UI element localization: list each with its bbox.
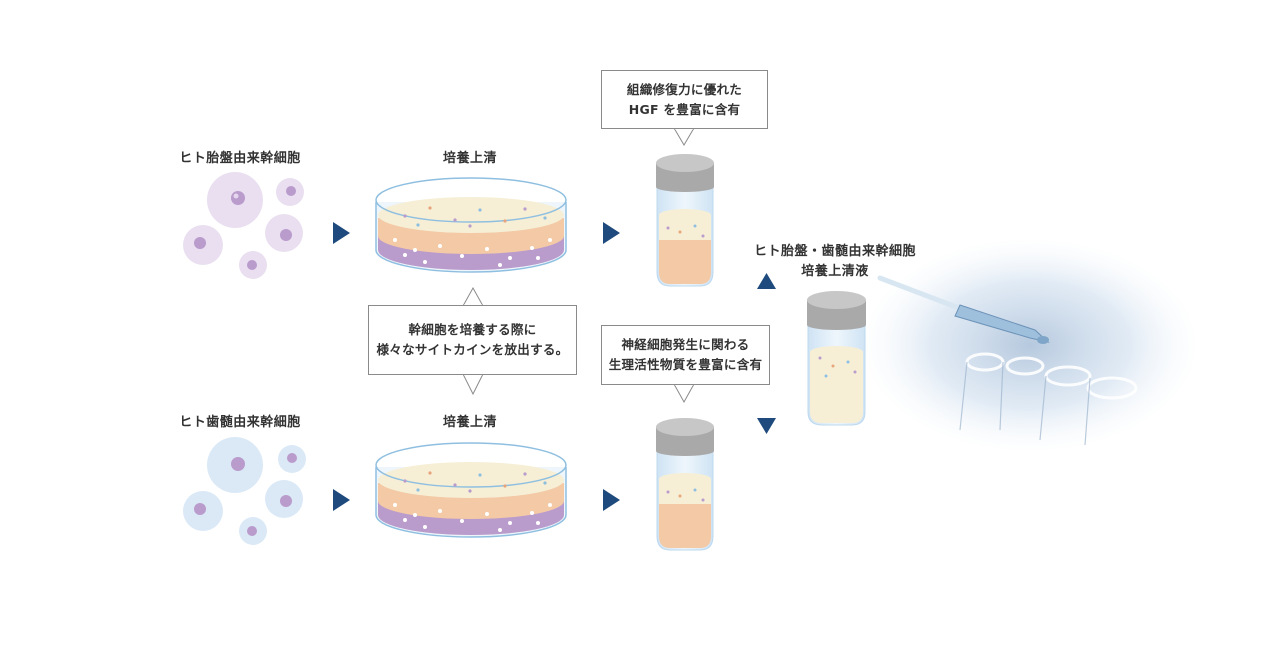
lab-background-image [865, 240, 1195, 450]
callout-cytokine-line2: 様々なサイトカインを放出する。 [376, 342, 569, 357]
callout-cytokine: 幹細胞を培養する際に 様々なサイトカインを放出する。 [368, 305, 577, 375]
arrow-right-4 [603, 489, 620, 511]
arrow-right-3 [333, 489, 350, 511]
petri-dish-bottom [375, 442, 567, 538]
arrow-down [757, 418, 776, 434]
callout-neuro-line2: 生理活性物質を豊富に含有 [608, 357, 763, 372]
callout-hgf-line2: HGF を豊富に含有 [628, 102, 741, 117]
pulp-cells [183, 437, 306, 545]
arrow-up [757, 273, 776, 289]
arrow-right-1 [333, 222, 350, 244]
label-placenta-cells: ヒト胎盤由来幹細胞 [179, 151, 301, 166]
placenta-cells [183, 172, 304, 279]
callout-neuro: 神経細胞発生に関わる 生理活性物質を豊富に含有 [601, 325, 770, 385]
callout-hgf: 組織修復力に優れた HGF を豊富に含有 [601, 70, 768, 129]
label-pulp-cells: ヒト歯髄由来幹細胞 [179, 415, 301, 430]
vial-bottom [656, 418, 714, 551]
label-combined-line1: ヒト胎盤・歯髄由来幹細胞 [753, 244, 916, 259]
callout-neuro-line1: 神経細胞発生に関わる [621, 337, 750, 352]
callout-hgf-line1: 組織修復力に優れた [626, 82, 743, 97]
vial-top [656, 154, 714, 287]
arrow-right-2 [603, 222, 620, 244]
label-supernatant-top: 培養上清 [442, 151, 497, 166]
flow-arrows [333, 222, 776, 511]
vial-combined [807, 291, 866, 426]
petri-dish-top [375, 177, 567, 273]
label-combined-line2: 培養上清液 [801, 264, 869, 279]
callout-cytokine-line1: 幹細胞を培養する際に [408, 322, 537, 337]
label-supernatant-bottom: 培養上清 [442, 415, 497, 430]
